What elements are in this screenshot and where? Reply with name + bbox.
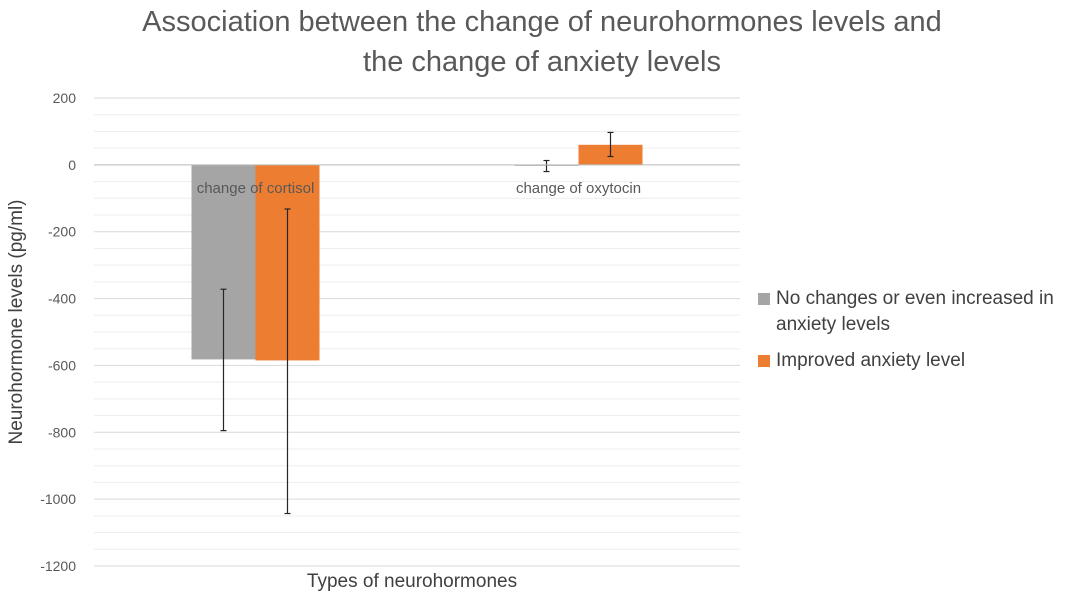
category-label: change of cortisol bbox=[197, 180, 315, 197]
legend-item-no-change: No changes or even increased in anxiety … bbox=[758, 286, 1084, 338]
y-tick-label: -1200 bbox=[40, 558, 76, 574]
category-label: change of oxytocin bbox=[516, 180, 641, 197]
legend-swatch-no-change bbox=[758, 293, 770, 305]
legend-swatch-improved bbox=[758, 355, 770, 367]
y-tick-label: -1000 bbox=[40, 491, 76, 507]
y-tick-label: -400 bbox=[48, 291, 76, 307]
legend-item-improved: Improved anxiety level bbox=[758, 348, 1084, 374]
x-axis-title: Types of neurohormones bbox=[307, 571, 517, 592]
legend-label-improved: Improved anxiety level bbox=[776, 350, 966, 371]
y-tick-label: -200 bbox=[48, 224, 76, 240]
legend-label-no-change: No changes or even increased in anxiety … bbox=[776, 288, 1054, 335]
y-tick-label: 0 bbox=[68, 157, 76, 173]
chart-title: Association between the change of neuroh… bbox=[0, 2, 1084, 82]
y-tick-label: -800 bbox=[48, 424, 76, 440]
y-axis-title: Neurohormone levels (pg/ml) bbox=[6, 200, 27, 445]
legend: No changes or even increased in anxiety … bbox=[758, 286, 1084, 384]
y-tick-label: 200 bbox=[53, 90, 77, 106]
chart-title-line-1: Association between the change of neuroh… bbox=[142, 6, 942, 38]
chart-title-line-2: the change of anxiety levels bbox=[363, 46, 721, 78]
y-tick-label: -600 bbox=[48, 357, 76, 373]
